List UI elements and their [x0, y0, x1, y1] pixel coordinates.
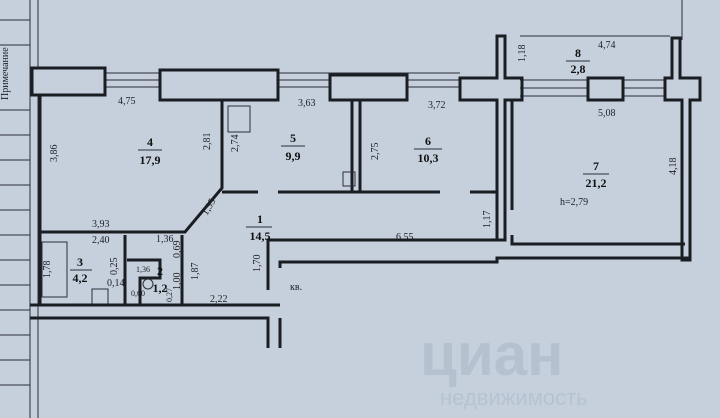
room-4-number: 4: [147, 135, 153, 149]
walls: [30, 34, 702, 348]
dim: 0,27: [165, 288, 174, 302]
room-1-number: 1: [257, 212, 263, 226]
entrance-label: кв.: [290, 282, 302, 293]
dim: 2,22: [210, 294, 228, 305]
dim: 1,36: [136, 265, 150, 274]
dim: 1,00: [172, 273, 183, 291]
dim: 1,36: [156, 234, 174, 245]
room-6-area: 10,3: [418, 151, 439, 165]
room-7-area: 21,2: [586, 176, 607, 190]
dim: 2,81: [202, 133, 213, 151]
room-4-area: 17,9: [140, 153, 161, 167]
room-8-area: 2,8: [571, 62, 586, 76]
room-2-number: 2: [157, 264, 163, 278]
dim: 3,63: [298, 98, 316, 109]
dim: 1,78: [42, 261, 53, 279]
dim: 3,72: [428, 100, 446, 111]
room-3-number: 3: [77, 255, 83, 269]
dim: 0,14: [107, 278, 125, 289]
room-7-number: 7: [593, 159, 599, 173]
ceiling-height: h=2,79: [560, 197, 588, 208]
dim: 3,93: [92, 219, 110, 230]
room-1-area: 14,5: [250, 229, 271, 243]
dim: 0,25: [109, 258, 120, 276]
dim: 1,17: [482, 211, 493, 229]
dim: 6,55: [396, 232, 414, 243]
watermark-logo: циан: [420, 321, 563, 388]
dim: 4,18: [668, 158, 679, 176]
room-6-number: 6: [425, 134, 431, 148]
margin-note: Примечание: [0, 47, 11, 100]
dim: 1,18: [517, 45, 528, 63]
dim: 2,75: [370, 143, 381, 161]
watermark-sub: недвижимость: [440, 385, 588, 410]
dim: 1,87: [190, 263, 201, 281]
margin-table: Примечание: [0, 0, 31, 418]
dim: 1,70: [252, 255, 263, 273]
dim: 2,40: [92, 235, 110, 246]
room-2-area: 1,2: [153, 281, 168, 295]
room-labels: 4 17,9 5 9,9 6 10,3 7 21,2 h=2,79 8 2,8 …: [70, 46, 609, 295]
dim: 5,08: [598, 108, 616, 119]
room-3-area: 4,2: [73, 271, 88, 285]
dim: 1,35: [200, 197, 218, 218]
room-5-number: 5: [290, 131, 296, 145]
dim: 0,60: [131, 289, 145, 298]
dim: 4,74: [598, 40, 616, 51]
room-5-area: 9,9: [286, 149, 301, 163]
dim: 2,74: [230, 135, 241, 153]
dim: 4,75: [118, 96, 136, 107]
dim: 0,69: [172, 241, 183, 259]
dim: 3,86: [49, 145, 60, 163]
room-8-number: 8: [575, 46, 581, 60]
